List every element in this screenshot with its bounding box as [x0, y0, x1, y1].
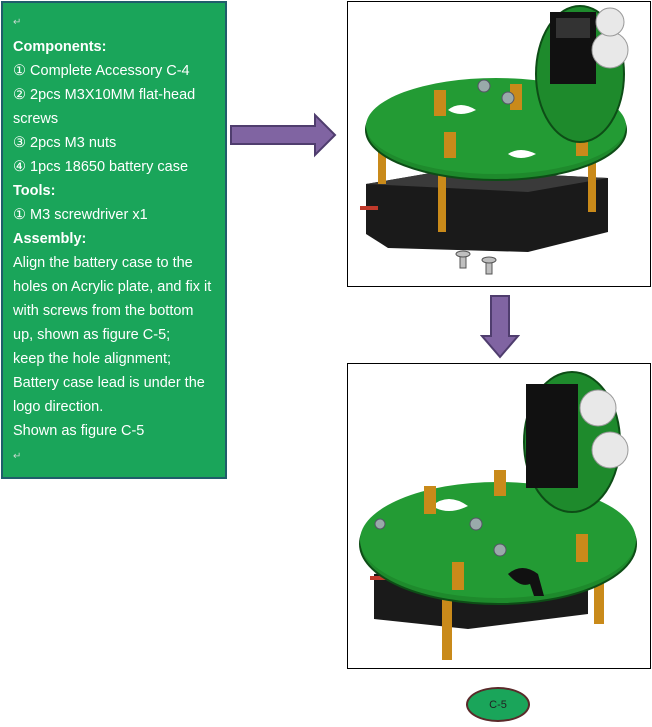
tool-item-1: ① M3 screwdriver x1	[13, 207, 148, 223]
robot-assembled-illustration	[359, 371, 637, 660]
figure-before-assembly	[347, 1, 651, 287]
component-item-4: ④ 1pcs 18650 battery case	[13, 159, 189, 175]
component-item-2: ② 2pcs M3X10MM flat-head screws	[13, 87, 196, 127]
tools-heading: Tools:	[13, 183, 56, 199]
right-arrow-icon	[230, 112, 337, 158]
assembly-line-4: Shown as figure C-5	[13, 423, 145, 439]
component-item-3: ③ 2pcs M3 nuts	[13, 135, 117, 151]
assembly-line-2: keep the hole alignment;	[13, 351, 171, 367]
instructions-panel: ↵ Components: ① Complete Accessory C-4 ②…	[1, 1, 227, 479]
robot-exploded-illustration	[360, 5, 629, 275]
components-heading: Components:	[13, 39, 107, 55]
paragraph-mark: ↵	[13, 451, 22, 462]
assembly-line-3: Battery case lead is under the logo dire…	[13, 375, 205, 415]
figure-label: C-5	[489, 698, 507, 711]
component-item-1: ① Complete Accessory C-4	[13, 63, 190, 79]
assembly-line-1: Align the battery case to the holes on A…	[13, 255, 212, 343]
figure-label-badge: C-5	[466, 687, 530, 722]
down-arrow-icon	[480, 295, 520, 359]
paragraph-mark: ↵	[13, 17, 22, 28]
figure-after-assembly	[347, 363, 651, 669]
assembly-heading: Assembly:	[13, 231, 87, 247]
